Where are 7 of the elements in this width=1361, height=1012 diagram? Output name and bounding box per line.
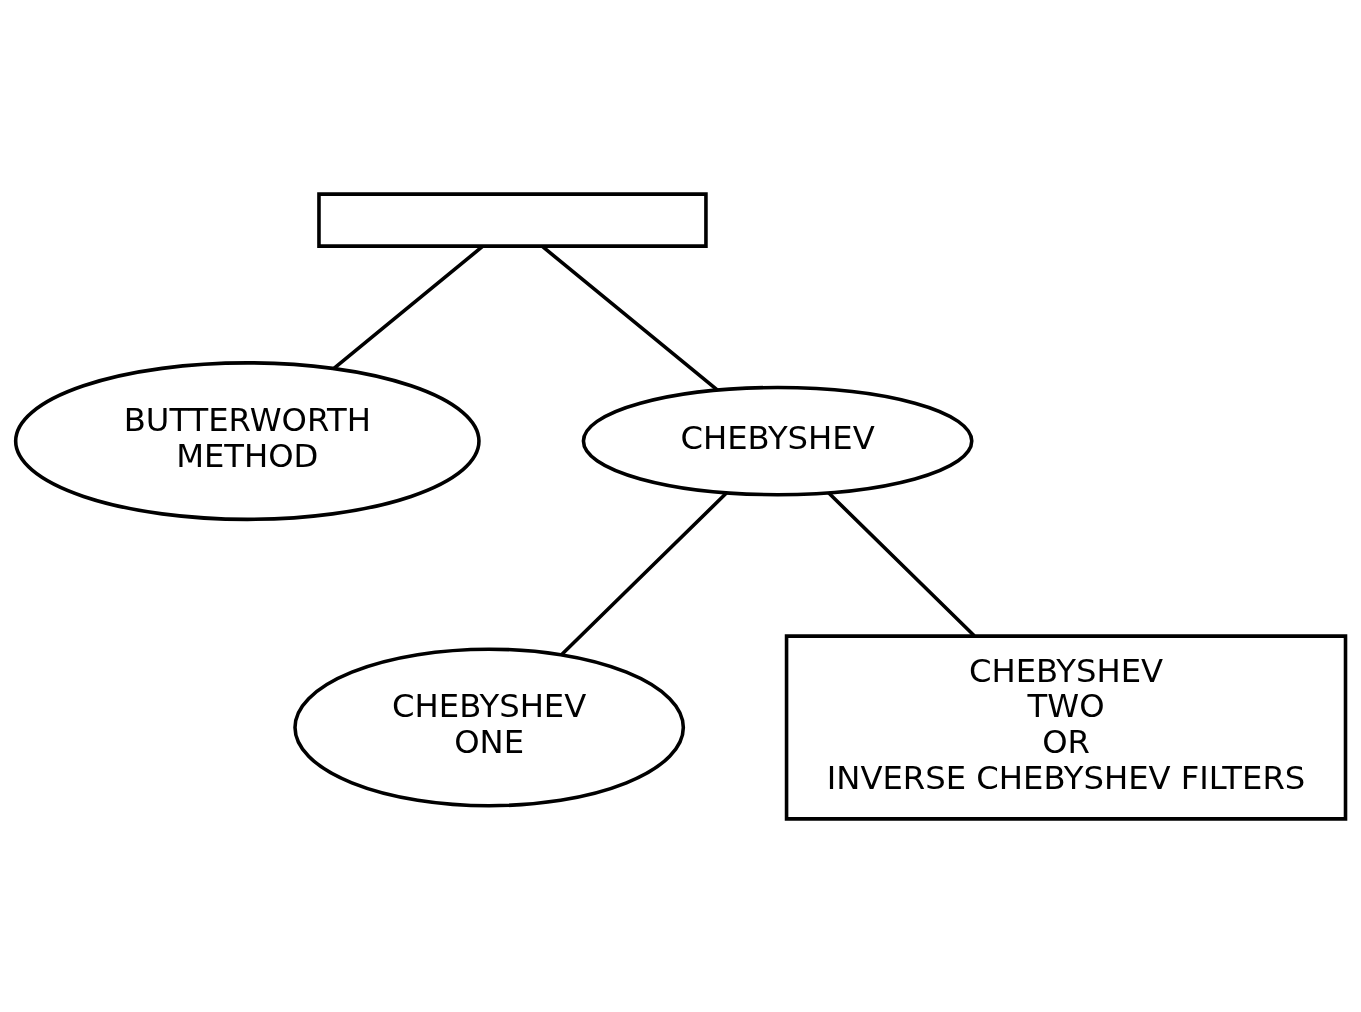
connector — [827, 491, 976, 637]
node-ellipse: BUTTERWORTH METHOD — [13, 360, 481, 521]
node-ellipse: CHEBYSHEV — [581, 385, 974, 496]
node-box: CHEBYSHEV TWO OR INVERSE CHEBYSHEV FILTERS — [784, 633, 1348, 821]
node-box — [317, 191, 708, 248]
connector — [560, 491, 728, 656]
node-ellipse: CHEBYSHEV ONE — [293, 646, 686, 807]
